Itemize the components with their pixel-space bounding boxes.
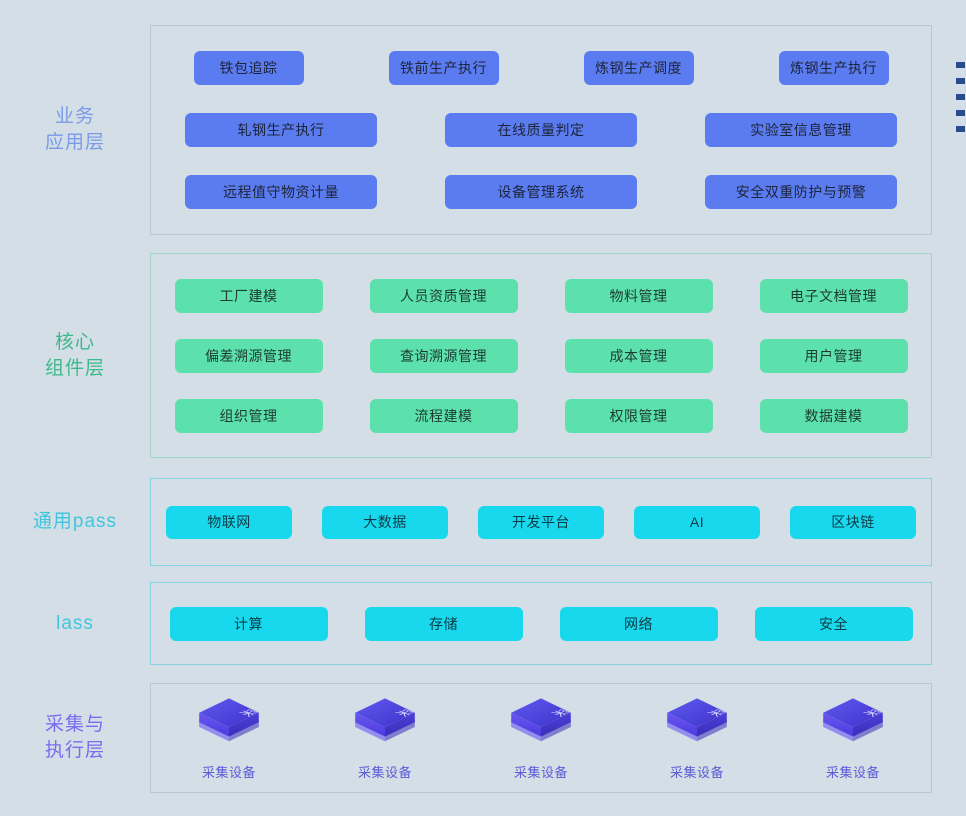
panel-line: 铁包追踪 铁前生产执行 炼钢生产调度 炼钢生产执行 xyxy=(151,37,931,99)
chip-iaas-1[interactable]: 存储 xyxy=(364,606,523,641)
edge-bullet-4 xyxy=(956,126,965,132)
chip-business-0-0[interactable]: 铁包追踪 xyxy=(193,51,304,85)
chip-core-2-1[interactable]: 流程建模 xyxy=(369,398,518,433)
panel-line: 工厂建模 人员资质管理 物料管理 电子文档管理 xyxy=(151,266,931,326)
layer-row-iaas: lass 计算 存储 网络 安全 xyxy=(0,582,966,665)
device-item-2[interactable]: 采 采集设备 xyxy=(480,696,602,781)
panel-line: 采 采集设备 采 采集设备 xyxy=(151,683,931,793)
layer-label-iaas: lass xyxy=(56,612,94,634)
device-glyph: 采 xyxy=(548,707,572,717)
layer-row-core: 核心 组件层 工厂建模 人员资质管理 物料管理 电子文档管理 偏差溯源管理 查询… xyxy=(0,253,966,458)
layer-panel-core: 工厂建模 人员资质管理 物料管理 电子文档管理 偏差溯源管理 查询溯源管理 成本… xyxy=(150,253,932,458)
chip-pass-3[interactable]: AI xyxy=(634,505,760,539)
chip-business-2-1[interactable]: 设备管理系统 xyxy=(445,175,637,209)
panel-line: 偏差溯源管理 查询溯源管理 成本管理 用户管理 xyxy=(151,326,931,386)
device-item-1[interactable]: 采 采集设备 xyxy=(324,696,446,781)
layer-label-device: 采集与 执行层 xyxy=(44,714,105,761)
layer-panel-iaas: 计算 存储 网络 安全 xyxy=(150,582,932,665)
layer-row-pass: 通用pass 物联网 大数据 开发平台 AI 区块链 xyxy=(0,478,966,566)
device-caption: 采集设备 xyxy=(201,764,256,780)
chip-core-2-0[interactable]: 组织管理 xyxy=(174,398,323,433)
chip-iaas-3[interactable]: 安全 xyxy=(754,606,913,641)
device-item-3[interactable]: 采 采集设备 xyxy=(636,696,758,781)
panel-line: 物联网 大数据 开发平台 AI 区块链 xyxy=(151,478,931,566)
chip-business-1-0[interactable]: 轧钢生产执行 xyxy=(185,113,377,147)
device-glyph: 采 xyxy=(860,707,884,717)
chip-core-0-1[interactable]: 人员资质管理 xyxy=(369,278,518,313)
chip-core-0-3[interactable]: 电子文档管理 xyxy=(759,278,908,313)
layer-label-core: 核心 组件层 xyxy=(44,331,105,379)
panel-line: 轧钢生产执行 在线质量判定 实验室信息管理 xyxy=(151,99,931,161)
layer-label-business: 业务 应用层 xyxy=(44,106,105,153)
panel-line: 计算 存储 网络 安全 xyxy=(151,582,931,665)
collection-device-icon: 采 xyxy=(355,697,416,741)
chip-iaas-0[interactable]: 计算 xyxy=(169,606,328,641)
chip-business-2-2[interactable]: 安全双重防护与预警 xyxy=(705,175,897,209)
edge-bullet-1 xyxy=(956,78,965,84)
chip-pass-4[interactable]: 区块链 xyxy=(790,505,916,539)
chip-core-2-2[interactable]: 权限管理 xyxy=(564,398,713,433)
chip-core-1-0[interactable]: 偏差溯源管理 xyxy=(174,338,323,373)
collection-device-icon: 采 xyxy=(199,697,260,741)
chip-pass-0[interactable]: 物联网 xyxy=(166,505,292,539)
layer-row-device: 采集与 执行层 xyxy=(0,683,966,793)
chip-pass-2[interactable]: 开发平台 xyxy=(478,505,604,539)
device-item-4[interactable]: 采 采集设备 xyxy=(792,696,914,781)
chip-core-1-1[interactable]: 查询溯源管理 xyxy=(369,338,518,373)
chip-core-2-3[interactable]: 数据建模 xyxy=(759,398,908,433)
collection-device-icon: 采 xyxy=(823,697,884,741)
panel-line: 远程值守物资计量 设备管理系统 安全双重防护与预警 xyxy=(151,161,931,223)
chip-core-1-3[interactable]: 用户管理 xyxy=(759,338,908,373)
chip-business-0-3[interactable]: 炼钢生产执行 xyxy=(778,51,889,85)
edge-bullet-2 xyxy=(956,94,965,100)
chip-core-0-2[interactable]: 物料管理 xyxy=(564,278,713,313)
chip-core-0-0[interactable]: 工厂建模 xyxy=(174,278,323,313)
layer-label-pass: 通用pass xyxy=(32,511,118,532)
collection-device-icon: 采 xyxy=(511,697,572,741)
layer-panel-pass: 物联网 大数据 开发平台 AI 区块链 xyxy=(150,478,932,566)
layer-row-business: 业务 应用层 铁包追踪 铁前生产执行 炼钢生产调度 炼钢生产执行 轧钢生产执行 … xyxy=(0,25,966,235)
chip-business-1-2[interactable]: 实验室信息管理 xyxy=(705,113,897,147)
device-caption: 采集设备 xyxy=(669,764,724,780)
chip-business-1-1[interactable]: 在线质量判定 xyxy=(445,113,637,147)
device-caption: 采集设备 xyxy=(825,764,880,780)
edge-bullet-3 xyxy=(956,110,965,116)
chip-business-0-1[interactable]: 铁前生产执行 xyxy=(388,51,499,85)
chip-iaas-2[interactable]: 网络 xyxy=(559,606,718,641)
device-glyph: 采 xyxy=(236,707,260,717)
layer-panel-device: 采 采集设备 采 采集设备 xyxy=(150,683,932,793)
chip-pass-1[interactable]: 大数据 xyxy=(322,505,448,539)
device-item-0[interactable]: 采 采集设备 xyxy=(168,696,290,781)
collection-device-icon: 采 xyxy=(667,697,728,741)
device-caption: 采集设备 xyxy=(513,764,568,780)
layer-panel-business: 铁包追踪 铁前生产执行 炼钢生产调度 炼钢生产执行 轧钢生产执行 在线质量判定 … xyxy=(150,25,932,235)
device-glyph: 采 xyxy=(392,707,416,717)
chip-business-0-2[interactable]: 炼钢生产调度 xyxy=(583,51,694,85)
edge-bullet-markers xyxy=(956,62,966,132)
device-glyph: 采 xyxy=(704,707,728,717)
device-caption: 采集设备 xyxy=(357,764,412,780)
chip-core-1-2[interactable]: 成本管理 xyxy=(564,338,713,373)
chip-business-2-0[interactable]: 远程值守物资计量 xyxy=(185,175,377,209)
edge-bullet-0 xyxy=(956,62,965,68)
panel-line: 组织管理 流程建模 权限管理 数据建模 xyxy=(151,386,931,446)
